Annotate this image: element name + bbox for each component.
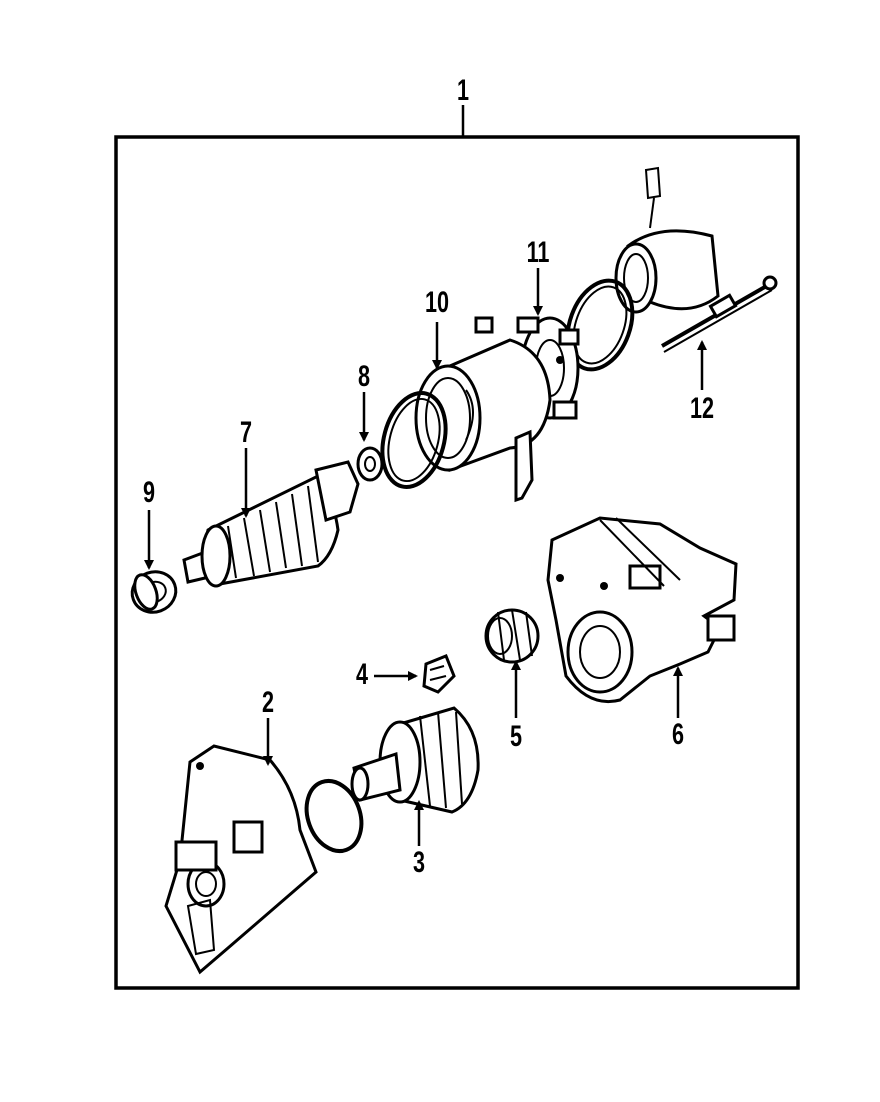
nose-housing-2 — [164, 744, 318, 975]
callout-4: 4 — [355, 658, 369, 691]
callout-5: 5 — [509, 720, 523, 753]
callout-10: 10 — [424, 286, 450, 319]
o-ring-upper — [565, 278, 635, 372]
armature-7 — [182, 460, 360, 588]
bushing-8 — [356, 446, 384, 482]
callout-12: 12 — [689, 392, 715, 425]
o-ring-field — [380, 390, 448, 490]
bearing-9 — [130, 570, 178, 614]
field-frame-10 — [414, 316, 552, 503]
callout-7: 7 — [239, 416, 253, 449]
callout-6: 6 — [671, 718, 685, 751]
callout-1: 1 — [456, 74, 470, 107]
drive-clutch-3 — [350, 706, 480, 814]
o-ring-lower — [304, 779, 364, 853]
callout-2: 2 — [261, 686, 275, 719]
callout-9: 9 — [142, 476, 156, 509]
gear-5 — [484, 608, 540, 664]
assembly-frame — [114, 135, 800, 990]
callout-11: 11 — [526, 236, 550, 269]
drive-housing-6 — [546, 516, 738, 704]
callout-3: 3 — [412, 846, 426, 879]
callout-8: 8 — [357, 360, 371, 393]
retainer-4 — [422, 654, 456, 694]
end-cover-12 — [614, 166, 778, 353]
